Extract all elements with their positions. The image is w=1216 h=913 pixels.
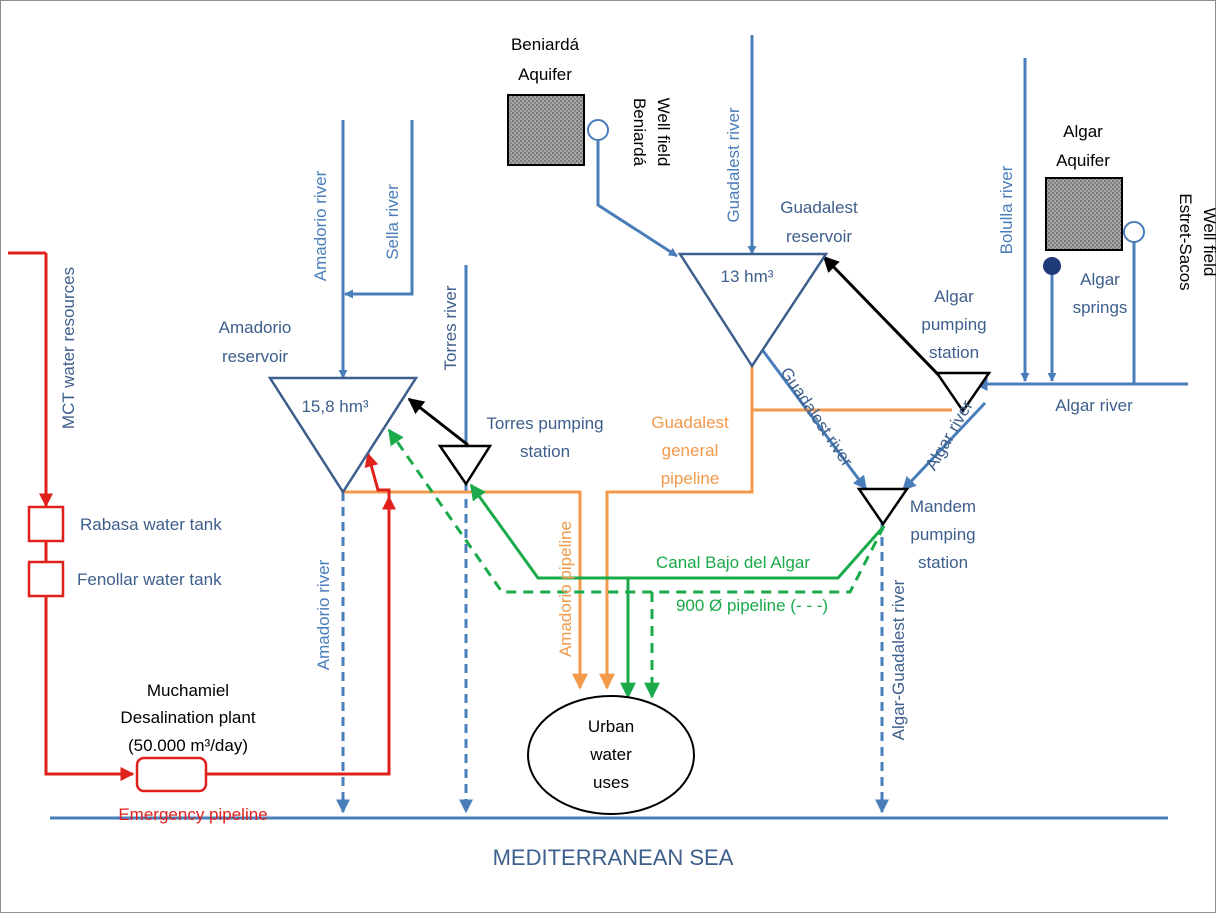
algar-springs-icon xyxy=(1043,257,1061,275)
beniarda-well-label-1: Beniardá xyxy=(630,98,649,167)
amadorio-river-lower-label: Amadorio river xyxy=(314,559,333,670)
sea-label: MEDITERRANEAN SEA xyxy=(493,845,734,870)
algar-pumping-station xyxy=(934,371,992,414)
torres-river-label: Torres river xyxy=(441,285,460,370)
urban-water-uses xyxy=(527,695,695,815)
canal-bajo-label: Canal Bajo del Algar xyxy=(656,553,810,572)
pipeline-900 xyxy=(387,428,886,594)
beniarda-aquifer-label-1: Beniardá xyxy=(511,35,580,54)
algar-river-label: Algar river xyxy=(1055,396,1133,415)
guadalest-river-upper-label: Guadalest river xyxy=(724,107,743,223)
estret-sacos-label-2: Well field xyxy=(1200,208,1216,277)
guadalest-reservoir-label-2: reservoir xyxy=(786,227,852,246)
guadalest-general-label-2: general xyxy=(662,441,719,460)
fenollar-water-tank xyxy=(27,560,65,598)
desalination-label-2: Desalination plant xyxy=(120,708,255,727)
guadalest-general-pipeline xyxy=(599,336,754,690)
beniarda-aquifer-label-2: Aquifer xyxy=(518,65,572,84)
algar-pumping-label-3: station xyxy=(929,343,979,362)
beniarda-well-outflow xyxy=(596,140,678,258)
torres-pumping-label-2: station xyxy=(520,442,570,461)
urban-label-2: water xyxy=(589,745,632,764)
guadalest-capacity: 13 hm³ xyxy=(721,267,774,286)
torres-pumping-station xyxy=(437,444,493,487)
pipeline-900-label: 900 Ø pipeline (- - -) xyxy=(676,596,828,615)
amadorio-river-upper-label: Amadorio river xyxy=(311,170,330,281)
amadorio-reservoir xyxy=(267,376,419,495)
guadalest-reservoir xyxy=(677,252,829,369)
desalination-label-3: (50.000 m³/day) xyxy=(128,736,248,755)
mandem-pumping-label-1: Mandem xyxy=(910,497,976,516)
desalination-plant xyxy=(135,756,208,793)
algar-guadalest-river-label: Algar-Guadalest river xyxy=(889,579,908,740)
urban-label-3: uses xyxy=(593,773,629,792)
mct-resources-label: MCT water resources xyxy=(59,267,78,429)
beniarda-well-icon xyxy=(587,119,609,141)
amadorio-pipeline xyxy=(343,490,588,690)
algar-aquifer-box xyxy=(1045,177,1123,251)
sella-river-label: Sella river xyxy=(383,184,402,260)
amadorio-reservoir-label-2: reservoir xyxy=(222,347,288,366)
guadalest-river-lower xyxy=(750,335,868,491)
rabasa-label: Rabasa water tank xyxy=(80,515,222,534)
emergency-pipeline xyxy=(206,495,396,776)
amadorio-pipeline-label: Amadorio pipeline xyxy=(556,521,575,657)
estret-sacos-label-1: Estret-Sacos xyxy=(1176,193,1195,290)
fenollar-label: Fenollar water tank xyxy=(77,570,222,589)
beniarda-well-label-2: Well field xyxy=(654,98,673,167)
emergency-pipeline-label: Emergency pipeline xyxy=(118,805,267,824)
bolulla-river-label: Bolulla river xyxy=(997,165,1016,254)
algar-springs-label-2: springs xyxy=(1073,298,1128,317)
torres-pumping-arrow xyxy=(407,397,469,447)
guadalest-reservoir-label-1: Guadalest xyxy=(780,198,858,217)
guadalest-river-lower-label: Guadalest river xyxy=(776,364,856,470)
desalination-label-1: Muchamiel xyxy=(147,681,229,700)
amadorio-capacity: 15,8 hm³ xyxy=(301,397,368,416)
algar-aquifer-label-2: Aquifer xyxy=(1056,151,1110,170)
mandem-pumping-station xyxy=(856,487,910,527)
guadalest-general-label-3: pipeline xyxy=(661,469,720,488)
sella-river xyxy=(344,120,414,299)
canal-bajo-del-algar xyxy=(469,483,886,580)
beniarda-aquifer-box xyxy=(507,94,585,166)
rabasa-water-tank xyxy=(27,505,65,543)
mandem-pumping-label-3: station xyxy=(918,553,968,572)
algar-aquifer-label-1: Algar xyxy=(1063,122,1103,141)
algar-springs-label-1: Algar xyxy=(1080,270,1120,289)
mct-to-desalination-line xyxy=(44,596,135,781)
estret-sacos-well-icon xyxy=(1123,221,1145,243)
mandem-pumping-label-2: pumping xyxy=(910,525,975,544)
algar-pumping-label-1: Algar xyxy=(934,287,974,306)
amadorio-reservoir-label-1: Amadorio xyxy=(219,318,292,337)
algar-river-diagonal-label: Algar river xyxy=(922,397,977,474)
algar-pumping-label-2: pumping xyxy=(921,315,986,334)
emergency-pipeline-to-reservoir xyxy=(364,452,391,497)
algar-river-diagonal xyxy=(901,401,987,492)
algar-pumping-arrow xyxy=(822,255,959,396)
torres-pumping-label-1: Torres pumping xyxy=(486,414,603,433)
guadalest-general-label-1: Guadalest xyxy=(651,413,729,432)
urban-label-1: Urban xyxy=(588,717,634,736)
